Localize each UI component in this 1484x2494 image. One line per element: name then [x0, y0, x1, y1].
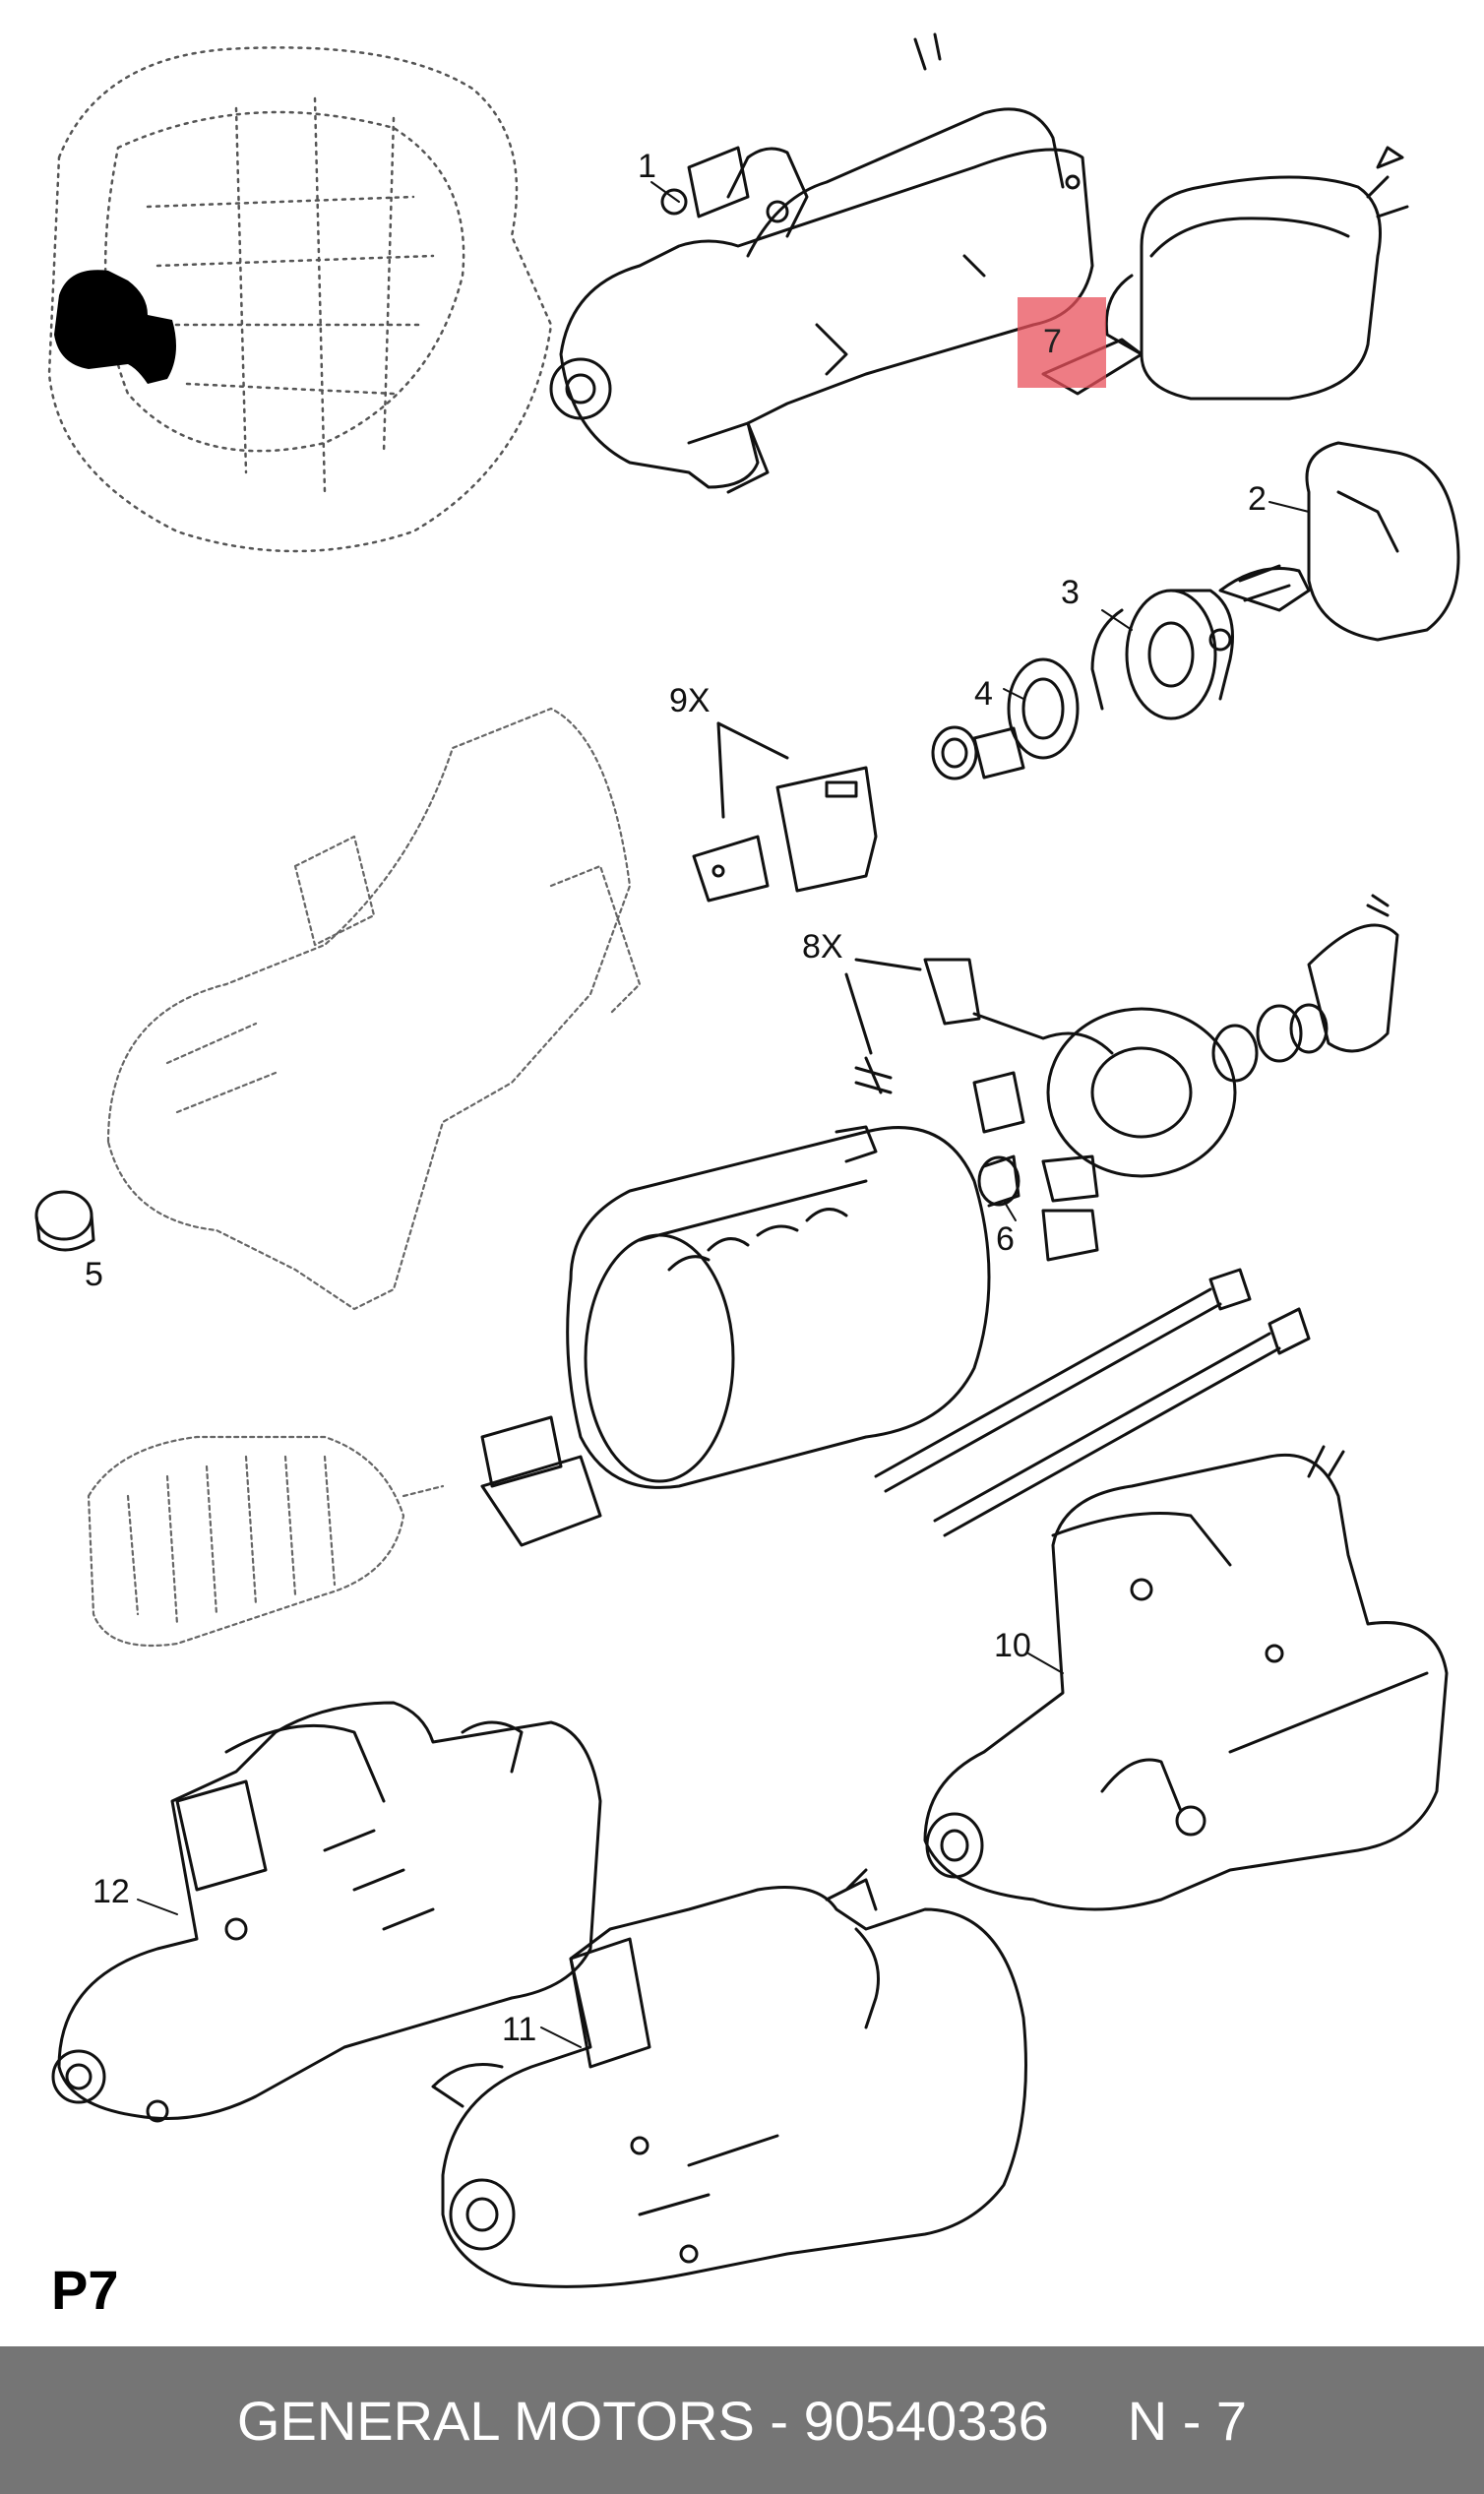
brush-holder-set-item-8 [844, 894, 1399, 1262]
callout-6: 6 [996, 1220, 1015, 1258]
callout-12: 12 [93, 1873, 130, 1910]
ghost-starter-outline [87, 707, 642, 1648]
starter-assembly-item-1 [549, 32, 1094, 494]
callout-1: 1 [638, 148, 656, 185]
callout-10: 10 [994, 1627, 1031, 1664]
starter-variant-item-12 [51, 1701, 602, 2123]
starter-location-marker [54, 270, 176, 384]
page-code: P7 [51, 2259, 119, 2321]
starter-variant-item-11 [431, 1868, 1027, 2288]
page-reference: N - 7 [1127, 2389, 1248, 2452]
callout-2: 2 [1248, 480, 1267, 518]
callout-3: 3 [1061, 574, 1080, 611]
part-reference: GENERAL MOTORS - 90540336 [236, 2389, 1049, 2452]
callout-4: 4 [974, 675, 993, 713]
highlighted-part-marker [1018, 297, 1106, 388]
leader-lines [137, 181, 1310, 2048]
drive-end-shield-item-2 [1218, 441, 1460, 642]
snap-ring-item-4 [931, 657, 1080, 780]
bushing-item-6 [977, 1154, 1020, 1208]
starter-variant-item-10 [923, 1445, 1449, 1911]
callout-5: 5 [85, 1256, 103, 1293]
bushing-item-5 [34, 1190, 95, 1252]
connector-set-item-9 [692, 721, 878, 903]
callout-7: 7 [1043, 323, 1062, 360]
field-frame-yoke [480, 1125, 991, 1547]
callout-9x: 9X [669, 682, 711, 719]
callout-11: 11 [502, 2011, 537, 2048]
through-bolts [874, 1268, 1311, 1537]
diagram-artwork [34, 32, 1460, 2288]
pinion-drive-item-3 [1090, 589, 1234, 720]
callout-8x: 8X [802, 928, 843, 966]
exploded-parts-diagram: 1 2 3 4 5 6 7 8X 9X 10 11 12 P7 [34, 32, 1460, 2321]
footer-bar: GENERAL MOTORS - 90540336 N - 7 [0, 2346, 1484, 2494]
